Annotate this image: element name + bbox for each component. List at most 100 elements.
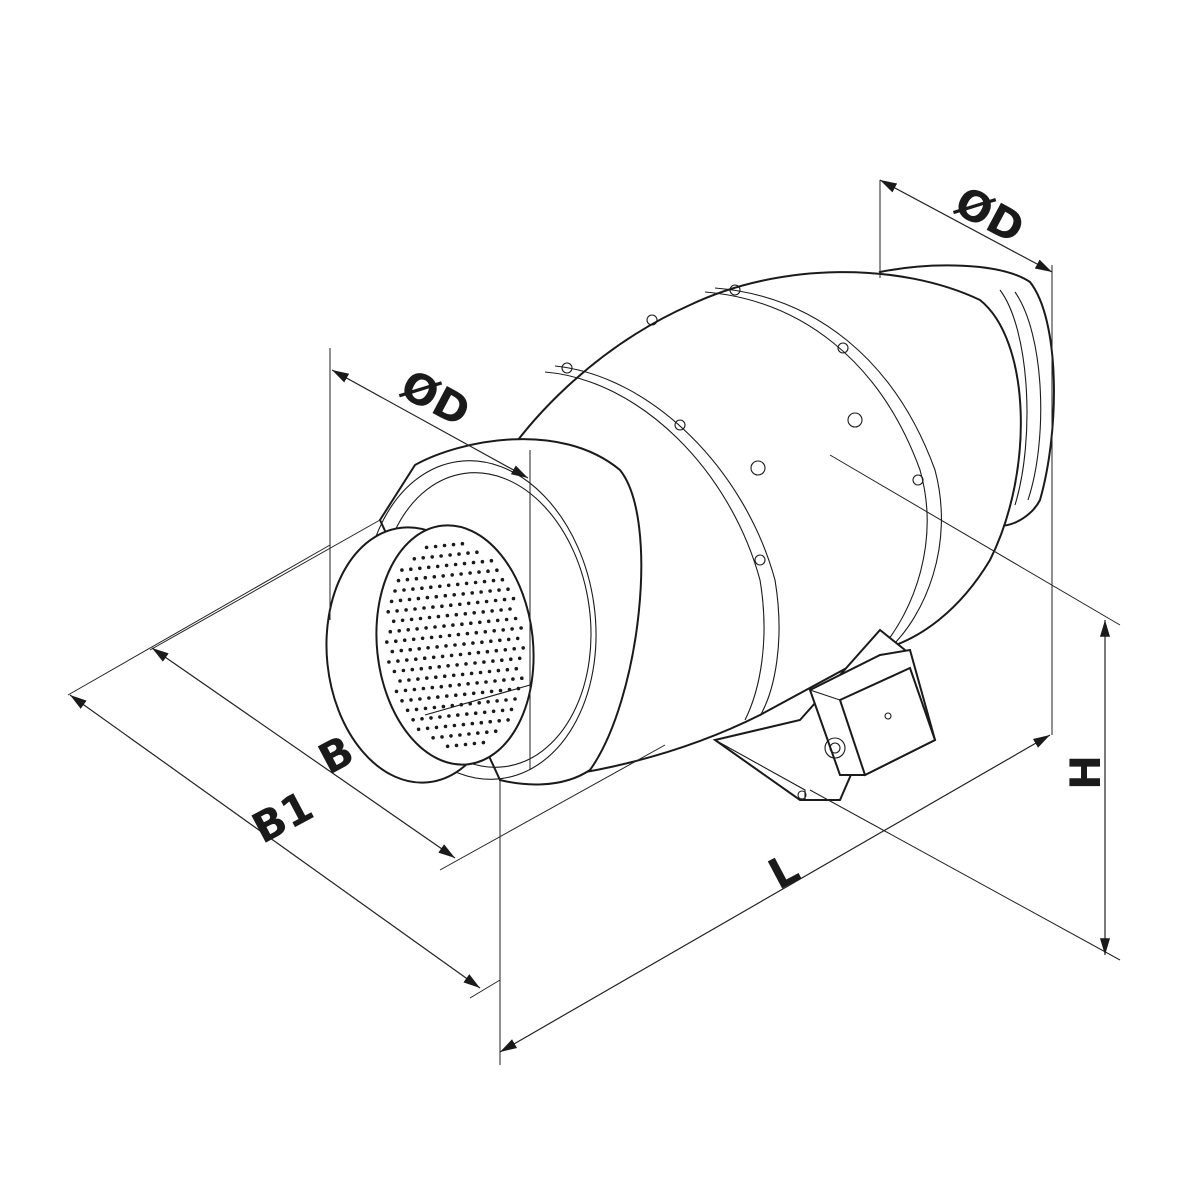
mesh-hole bbox=[421, 556, 426, 560]
mesh-hole bbox=[447, 633, 452, 638]
mesh-hole bbox=[429, 716, 433, 720]
inline-duct-fan bbox=[325, 264, 1055, 801]
mesh-hole bbox=[420, 636, 425, 641]
mesh-hole bbox=[409, 617, 414, 622]
mesh-hole bbox=[482, 660, 486, 664]
mesh-hole bbox=[489, 689, 494, 694]
mesh-hole bbox=[430, 685, 435, 690]
mesh-hole bbox=[407, 597, 412, 602]
mesh-hole bbox=[506, 587, 510, 591]
mesh-hole bbox=[509, 657, 513, 661]
mesh-hole bbox=[402, 638, 407, 642]
mesh-hole bbox=[479, 590, 483, 594]
mesh-hole bbox=[470, 591, 475, 595]
mesh-hole bbox=[479, 720, 484, 725]
mesh-hole bbox=[439, 554, 443, 558]
mesh-hole bbox=[509, 707, 514, 712]
mesh-hole bbox=[448, 683, 453, 688]
mesh-hole bbox=[487, 669, 492, 674]
mesh-hole bbox=[440, 604, 444, 608]
mesh-hole bbox=[477, 570, 481, 574]
mesh-hole bbox=[512, 647, 516, 651]
mesh-hole bbox=[476, 731, 480, 735]
mesh-hole bbox=[437, 665, 442, 669]
mesh-hole bbox=[454, 612, 459, 617]
mesh-hole bbox=[402, 588, 406, 592]
mesh-hole bbox=[434, 725, 439, 730]
mesh-hole bbox=[388, 629, 393, 634]
mesh-hole bbox=[458, 652, 463, 657]
mesh-hole bbox=[438, 584, 442, 589]
mesh-hole bbox=[478, 670, 483, 675]
mesh-hole bbox=[468, 571, 472, 575]
mesh-hole bbox=[442, 674, 447, 678]
mesh-hole bbox=[485, 730, 489, 734]
mesh-hole bbox=[445, 744, 450, 749]
mesh-hole bbox=[429, 635, 434, 640]
mesh-hole bbox=[416, 677, 420, 681]
mesh-hole bbox=[396, 659, 400, 663]
mesh-hole bbox=[491, 659, 495, 663]
mesh-hole bbox=[458, 602, 462, 607]
mesh-hole bbox=[417, 647, 422, 651]
mesh-hole bbox=[475, 550, 479, 554]
mesh-hole bbox=[514, 666, 519, 671]
mesh-hole bbox=[391, 619, 396, 624]
mesh-hole bbox=[469, 671, 474, 676]
mesh-hole bbox=[418, 566, 422, 571]
mesh-hole bbox=[480, 690, 485, 695]
mesh-hole bbox=[445, 613, 450, 618]
mesh-hole bbox=[427, 615, 432, 620]
mesh-hole bbox=[500, 577, 505, 582]
mesh-hole bbox=[455, 582, 460, 587]
mesh-hole bbox=[406, 628, 411, 632]
mesh-hole bbox=[484, 680, 488, 684]
mesh-hole bbox=[478, 620, 482, 625]
mesh-hole bbox=[466, 682, 470, 686]
mesh-hole bbox=[438, 715, 442, 719]
mesh-hole bbox=[464, 662, 468, 666]
mesh-hole bbox=[445, 694, 449, 698]
mesh-hole bbox=[409, 698, 413, 702]
mesh-hole bbox=[490, 609, 494, 613]
mesh-hole bbox=[452, 723, 457, 728]
mesh-hole bbox=[499, 608, 503, 612]
mesh-hole bbox=[515, 636, 520, 641]
mesh-hole bbox=[511, 596, 516, 601]
mesh-hole bbox=[440, 654, 445, 659]
mesh-hole bbox=[410, 667, 415, 672]
mesh-hole bbox=[448, 553, 452, 557]
mesh-hole bbox=[501, 628, 506, 632]
mesh-hole bbox=[494, 648, 499, 653]
mesh-hole bbox=[425, 726, 430, 731]
mesh-hole bbox=[436, 614, 441, 619]
mesh-hole bbox=[450, 573, 455, 577]
mesh-hole bbox=[474, 630, 479, 635]
mesh-hole bbox=[431, 736, 435, 740]
mesh-hole bbox=[484, 599, 489, 604]
mesh-hole bbox=[449, 653, 454, 658]
mesh-hole bbox=[441, 574, 446, 578]
mesh-hole bbox=[488, 719, 493, 724]
label-width-b1: B1 bbox=[244, 781, 321, 853]
mesh-hole bbox=[411, 637, 416, 642]
mesh-hole bbox=[466, 601, 471, 606]
mesh-hole bbox=[491, 578, 496, 583]
mesh-hole bbox=[423, 575, 428, 580]
mesh-hole bbox=[400, 699, 404, 703]
mesh-hole bbox=[433, 625, 437, 629]
mesh-hole bbox=[480, 559, 485, 564]
mesh-hole bbox=[519, 626, 523, 630]
mesh-hole bbox=[389, 599, 394, 604]
mesh-hole bbox=[504, 698, 508, 702]
mesh-hole bbox=[423, 706, 428, 711]
mesh-hole bbox=[486, 569, 490, 573]
mesh-hole bbox=[398, 598, 403, 603]
mesh-hole bbox=[472, 741, 477, 746]
mesh-hole bbox=[506, 718, 510, 722]
mesh-hole bbox=[394, 689, 399, 694]
mesh-hole bbox=[492, 629, 497, 633]
mesh-hole bbox=[414, 707, 419, 712]
mesh-hole bbox=[408, 647, 413, 652]
